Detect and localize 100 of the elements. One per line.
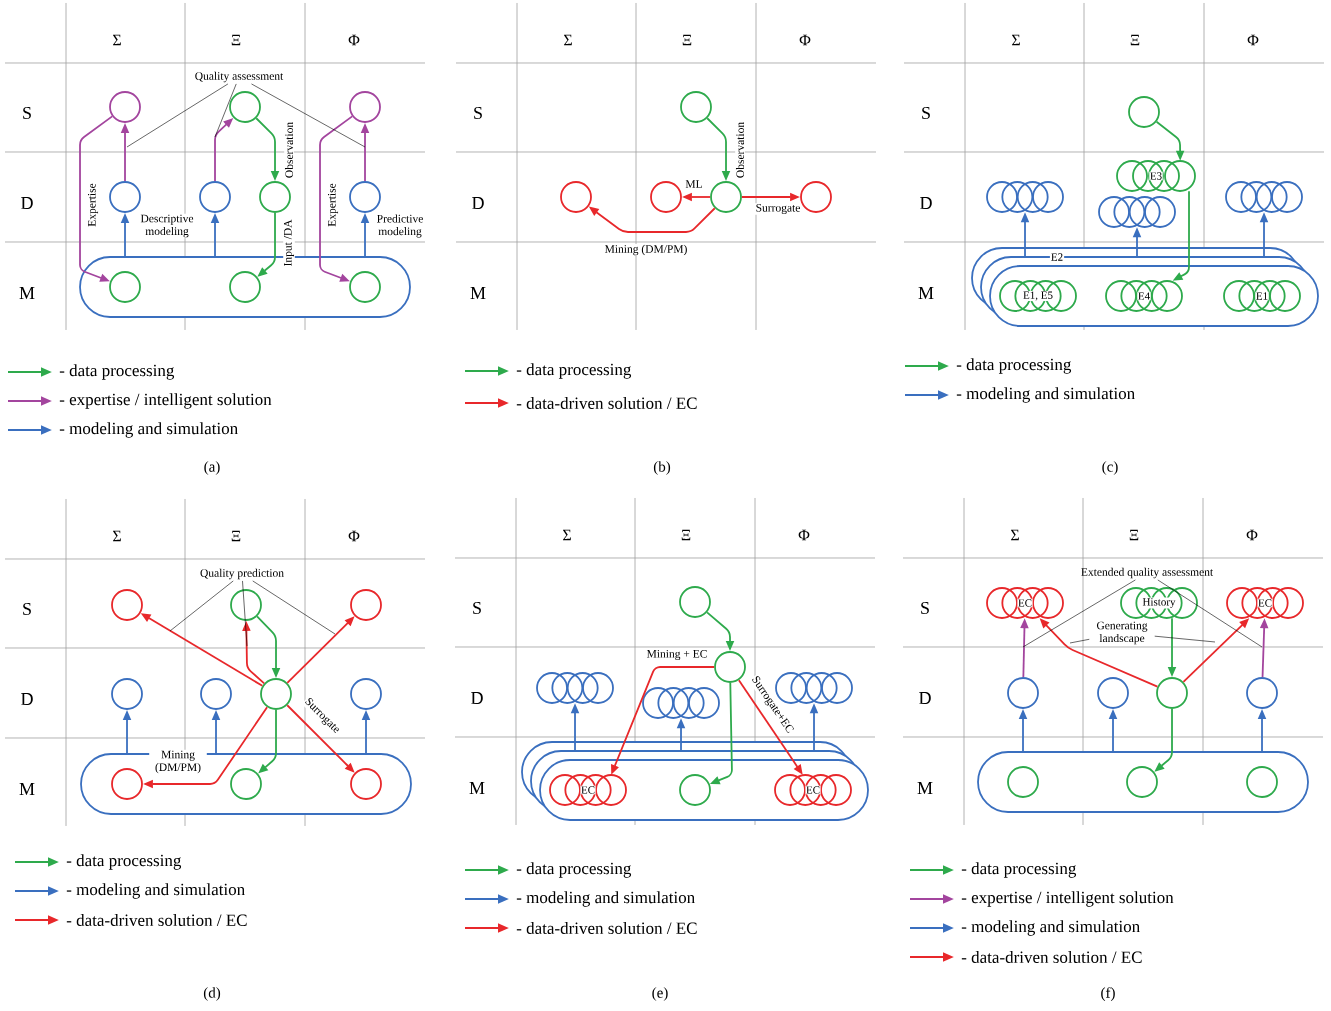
column-header: Ξ [231, 530, 241, 542]
band-stack [971, 247, 1319, 327]
legend-text: - data processing [961, 862, 1077, 878]
circle-stack: E1 [1223, 280, 1301, 312]
legend-text: - modeling and simulation [66, 883, 245, 899]
circle [1007, 677, 1039, 709]
circle-stack: EC [774, 774, 852, 806]
circle [350, 678, 382, 710]
circle-stack [986, 181, 1064, 213]
circle-stack [1225, 181, 1303, 213]
leader-line [1022, 579, 1136, 648]
circle [1156, 677, 1188, 709]
node-label: EC [1258, 599, 1272, 607]
column-header: Ξ [681, 529, 691, 541]
circle [229, 271, 261, 303]
legend-text: - modeling and simulation [516, 891, 695, 907]
edge-label: Observation [735, 121, 745, 179]
row-header: D [920, 197, 932, 209]
annotation-text: Extended quality assessment [1081, 567, 1214, 579]
legend-text: - data processing [59, 364, 175, 380]
annotation-text: Quality prediction [200, 568, 284, 580]
edge-label: Predictive modeling [371, 213, 429, 239]
panel-caption: (c) [1102, 461, 1118, 475]
circle-stack [642, 687, 720, 719]
column-header: Σ [563, 529, 571, 541]
circle [199, 181, 231, 213]
legend-text: - data processing [956, 358, 1072, 374]
leader-line [169, 580, 234, 632]
circle-stack: History [1120, 587, 1198, 619]
circle-stack: EC [549, 774, 627, 806]
row-header: D [471, 692, 483, 704]
row-header: M [918, 287, 934, 299]
column-header: Σ [113, 530, 121, 542]
row-header: M [470, 287, 486, 299]
edge-label: ML [684, 179, 704, 189]
band-label: E2 [1049, 252, 1065, 262]
node-label: E1 [1256, 292, 1268, 300]
circle [650, 181, 682, 213]
column-header: Φ [348, 34, 360, 46]
circle-stack: EC [1226, 587, 1304, 619]
legend-text: - data-driven solution / EC [961, 951, 1142, 963]
column-header: Φ [348, 530, 360, 542]
band-stack [521, 741, 869, 821]
circle [800, 181, 832, 213]
circle [200, 678, 232, 710]
row-header: S [23, 106, 31, 120]
leader-line [1154, 635, 1216, 643]
column-header: Σ [1012, 34, 1020, 46]
circle-stack: EC [986, 587, 1064, 619]
leader-line [242, 580, 248, 647]
row-header: D [21, 693, 33, 705]
circle [111, 678, 143, 710]
edge-label: Mining (DM/PM) [149, 749, 207, 775]
circle [680, 91, 712, 123]
legend-text: - modeling and simulation [956, 387, 1135, 403]
circle [1128, 96, 1160, 128]
edge-label: Descriptive modeling [135, 213, 199, 239]
panel-caption: (d) [203, 987, 221, 1001]
arrow [319, 115, 354, 282]
circle [1246, 677, 1278, 709]
edge-label: Mining (DM/PM) [603, 243, 689, 257]
circle-stack [536, 672, 614, 704]
column-header: Φ [799, 34, 811, 46]
panel-caption: (e) [652, 987, 668, 1001]
edge-label: Observation [284, 121, 294, 179]
panel-caption: (b) [653, 461, 671, 475]
column-header: Ξ [682, 34, 692, 46]
annotation-text: Quality assessment [195, 71, 284, 83]
edge-label: Expertise [87, 182, 99, 228]
row-header: S [921, 601, 929, 615]
row-header: S [23, 602, 31, 616]
legend-text: - modeling and simulation [961, 920, 1140, 936]
leader-line [1157, 579, 1263, 648]
panel-caption: (a) [204, 461, 220, 475]
legend-text: - data processing [516, 862, 632, 878]
column-header: Φ [1246, 529, 1258, 541]
circle [349, 181, 381, 213]
legend-text: - expertise / intelligent solution [59, 393, 272, 409]
circle [679, 774, 711, 806]
leader-line [1069, 639, 1090, 644]
legend-text: - data processing [516, 363, 632, 379]
row-header: S [474, 106, 482, 120]
panel-caption: (f) [1101, 987, 1115, 1001]
row-header: M [19, 287, 35, 299]
annotation-text: Generating landscape [1096, 621, 1148, 645]
row-header: M [19, 783, 35, 795]
leader-line [126, 83, 229, 148]
node-label: E4 [1138, 292, 1150, 300]
column-header: Σ [564, 34, 572, 46]
column-header: Ξ [1130, 34, 1140, 46]
circle [230, 768, 262, 800]
edge-label: Mining + EC [645, 649, 709, 661]
leader-line [214, 83, 237, 138]
circle [714, 651, 746, 683]
column-header: Φ [798, 529, 810, 541]
circle-stack: E3 [1116, 160, 1196, 192]
circle [109, 181, 141, 213]
legend-text: - data-driven solution / EC [516, 922, 697, 934]
circle [109, 271, 141, 303]
circle [349, 91, 381, 123]
